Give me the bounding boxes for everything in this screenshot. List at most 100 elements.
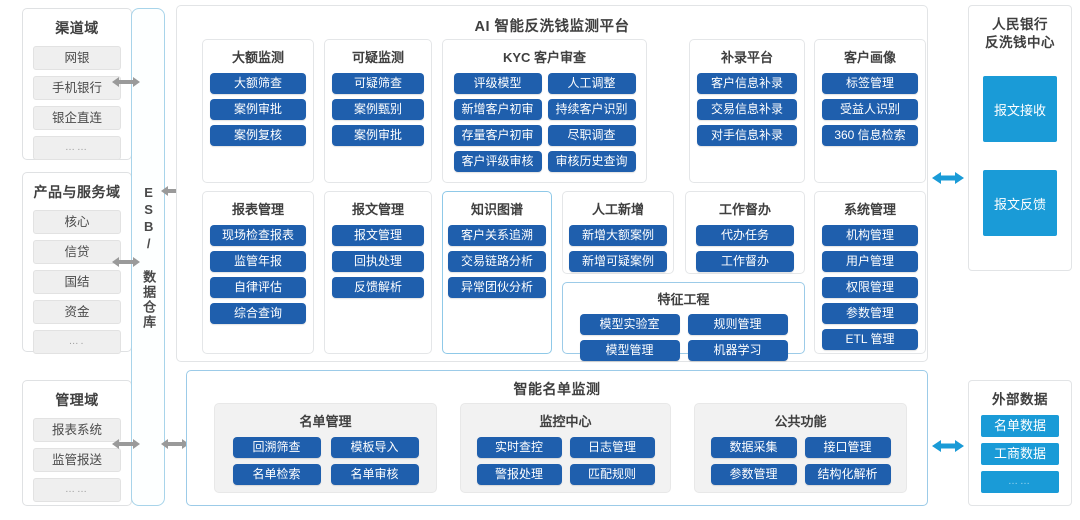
- module-title: 补录平台: [720, 50, 773, 65]
- pboc-message-receive-button[interactable]: 报文接收: [983, 76, 1057, 143]
- left-domain-item[interactable]: 核心: [33, 210, 121, 234]
- module-button[interactable]: 自律评估: [210, 277, 306, 298]
- group-button[interactable]: 名单审核: [330, 464, 419, 485]
- module-button[interactable]: 参数管理: [822, 303, 918, 324]
- module-button[interactable]: 360 信息检索: [822, 125, 918, 146]
- list-monitor-title: 智能名单监测: [513, 381, 601, 397]
- group-button[interactable]: 名单检索: [232, 464, 321, 485]
- module-button[interactable]: 可疑筛查: [332, 73, 424, 94]
- left-domain-item[interactable]: 国结: [33, 270, 121, 294]
- module-button[interactable]: 人工调整: [547, 73, 636, 94]
- module-supplement-platform: 补录平台 客户信息补录 交易信息补录 对手信息补录: [689, 39, 805, 183]
- module-button[interactable]: 交易链路分析: [448, 251, 546, 272]
- module-button[interactable]: 尽职调查: [547, 125, 636, 146]
- module-button[interactable]: 现场检查报表: [210, 225, 306, 246]
- left-domain-title: 渠道域: [55, 20, 99, 36]
- double-arrow-gray-icon: [112, 75, 140, 89]
- group-list-management: 名单管理 回溯筛查 模板导入 名单检索 名单审核: [214, 403, 437, 493]
- module-button[interactable]: 大额筛查: [210, 73, 306, 94]
- group-button[interactable]: 数据采集: [710, 437, 797, 458]
- left-domain-item[interactable]: 网银: [33, 46, 121, 70]
- module-button[interactable]: 模型管理: [579, 340, 680, 361]
- left-domain-title: 管理域: [55, 392, 99, 408]
- group-monitor-center: 监控中心 实时查控 日志管理 警报处理 匹配规则: [460, 403, 671, 493]
- module-title: 客户画像: [843, 50, 896, 65]
- group-button[interactable]: 实时查控: [476, 437, 562, 458]
- group-button[interactable]: 匹配规则: [569, 464, 655, 485]
- pboc-message-feedback-button[interactable]: 报文反馈: [983, 170, 1057, 237]
- module-button[interactable]: 回执处理: [332, 251, 424, 272]
- left-domain-item[interactable]: 银企直连: [33, 106, 121, 130]
- module-button[interactable]: 监管年报: [210, 251, 306, 272]
- right-panel-title: 外部数据: [992, 392, 1048, 407]
- group-button[interactable]: 回溯筛查: [232, 437, 321, 458]
- module-button[interactable]: 对手信息补录: [697, 125, 797, 146]
- group-button[interactable]: 参数管理: [710, 464, 797, 485]
- external-data-item-more: ……: [981, 471, 1059, 494]
- platform-container: AI 智能反洗钱监测平台 大额监测 大额筛查 案例审批 案例复核 可疑监测 可疑…: [176, 5, 928, 362]
- module-title: 知识图谱: [470, 202, 523, 217]
- external-data-item[interactable]: 工商数据: [981, 443, 1059, 466]
- module-report-management: 报表管理 现场检查报表 监管年报 自律评估 综合查询: [202, 191, 314, 354]
- module-large-amount: 大额监测 大额筛查 案例审批 案例复核: [202, 39, 314, 183]
- module-button[interactable]: 综合查询: [210, 303, 306, 324]
- module-button[interactable]: 代办任务: [696, 225, 794, 246]
- module-button[interactable]: 机器学习: [687, 340, 788, 361]
- module-title: KYC 客户审查: [502, 50, 587, 65]
- module-button[interactable]: 审核历史查询: [547, 151, 636, 172]
- esb-label: ESB/ 数据仓库: [141, 184, 157, 330]
- module-button[interactable]: 报文管理: [332, 225, 424, 246]
- module-button[interactable]: 客户信息补录: [697, 73, 797, 94]
- module-button[interactable]: 机构管理: [822, 225, 918, 246]
- module-system-management: 系统管理 机构管理 用户管理 权限管理 参数管理 ETL 管理: [814, 191, 926, 354]
- module-button[interactable]: 交易信息补录: [697, 99, 797, 120]
- module-button[interactable]: 新增可疑案例: [569, 251, 667, 272]
- group-button[interactable]: 日志管理: [569, 437, 655, 458]
- left-domain-item[interactable]: 信贷: [33, 240, 121, 264]
- module-button[interactable]: 案例审批: [332, 125, 424, 146]
- page-title: AI 智能反洗钱监测平台: [474, 19, 630, 35]
- module-button[interactable]: 客户关系追溯: [448, 225, 546, 246]
- module-button[interactable]: 工作督办: [696, 251, 794, 272]
- left-domain-management: 管理域 报表系统 监管报送 ……: [22, 380, 132, 506]
- left-domain-item[interactable]: 报表系统: [33, 418, 121, 442]
- module-title: 大额监测: [231, 50, 284, 65]
- left-domain-item-more: ……: [33, 136, 121, 160]
- left-domain-item[interactable]: 资金: [33, 300, 121, 324]
- module-button[interactable]: 新增大额案例: [569, 225, 667, 246]
- module-button[interactable]: 异常团伙分析: [448, 277, 546, 298]
- module-button[interactable]: 权限管理: [822, 277, 918, 298]
- module-button[interactable]: 规则管理: [687, 314, 788, 335]
- module-button[interactable]: 客户评级审核: [453, 151, 542, 172]
- group-button[interactable]: 结构化解析: [804, 464, 891, 485]
- module-button[interactable]: 模型实验室: [579, 314, 680, 335]
- right-panel-title: 人民银行 反洗钱中心: [969, 16, 1071, 52]
- module-button[interactable]: 评级模型: [453, 73, 542, 94]
- module-button[interactable]: 存量客户初审: [453, 125, 542, 146]
- double-arrow-blue-icon: [932, 438, 964, 454]
- module-button[interactable]: 标签管理: [822, 73, 918, 94]
- external-data-item[interactable]: 名单数据: [981, 415, 1059, 438]
- module-button[interactable]: 受益人识别: [822, 99, 918, 120]
- module-button[interactable]: 案例审批: [210, 99, 306, 120]
- module-button[interactable]: 案例复核: [210, 125, 306, 146]
- module-title: 报表管理: [231, 202, 284, 217]
- left-domain-item[interactable]: 监管报送: [33, 448, 121, 472]
- module-button[interactable]: ETL 管理: [822, 329, 918, 350]
- group-button[interactable]: 模板导入: [330, 437, 419, 458]
- double-arrow-gray-icon: [161, 437, 189, 451]
- right-panel-pboc: 人民银行 反洗钱中心 报文接收 报文反馈: [968, 5, 1072, 271]
- module-button[interactable]: 反馈解析: [332, 277, 424, 298]
- double-arrow-gray-icon: [112, 437, 140, 451]
- module-button[interactable]: 案例甄别: [332, 99, 424, 120]
- left-domain-item[interactable]: 手机银行: [33, 76, 121, 100]
- group-common-functions: 公共功能 数据采集 接口管理 参数管理 结构化解析: [694, 403, 907, 493]
- module-button[interactable]: 持续客户识别: [547, 99, 636, 120]
- module-button[interactable]: 新增客户初审: [453, 99, 542, 120]
- list-monitor-container: 智能名单监测 名单管理 回溯筛查 模板导入 名单检索 名单审核 监控中心 实时查…: [186, 370, 928, 506]
- group-button[interactable]: 警报处理: [476, 464, 562, 485]
- module-button[interactable]: 用户管理: [822, 251, 918, 272]
- left-domain-product: 产品与服务域 核心 信贷 国结 资金 ….: [22, 172, 132, 354]
- group-button[interactable]: 接口管理: [804, 437, 891, 458]
